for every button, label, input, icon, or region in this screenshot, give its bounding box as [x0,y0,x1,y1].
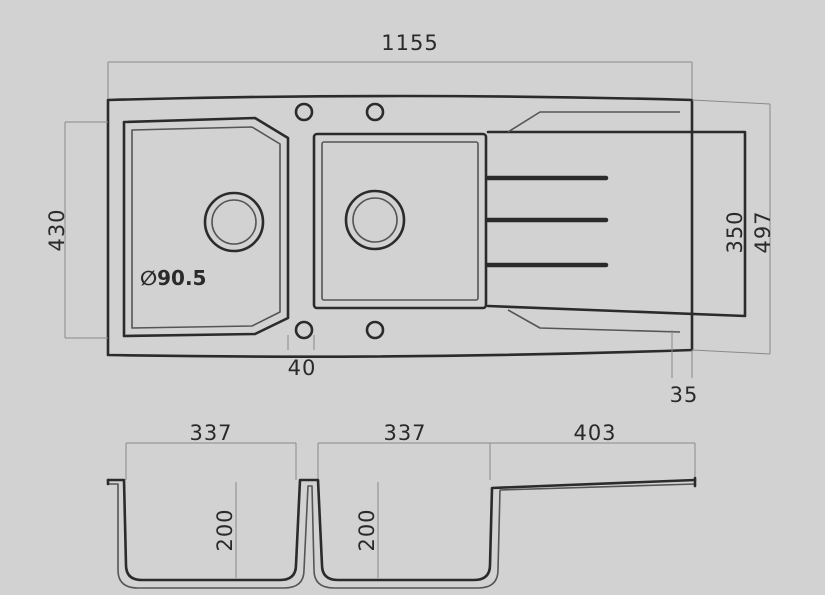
bowl-1-top: ∅90.5 [122,116,290,338]
drain-2-inner [352,197,398,243]
overall-depth-dimension: 430 [45,121,108,339]
drain-2-outer [344,189,406,251]
overall-width-dimension: 1155 [107,31,693,100]
section-depth-dimensions: 200 200 [213,482,379,578]
tap-hole-3 [294,320,314,340]
section-profile-outer [106,478,697,582]
section-width-dimensions: 337 337 403 [125,421,696,480]
drainer-board-top [485,111,747,333]
tap-hole-1 [294,102,314,122]
right-depth-dimensions: 350 497 [691,99,775,355]
tap-hole-2 [365,102,385,122]
bowl-2-width-label: 337 [383,421,426,445]
bowl-2-top [312,132,488,310]
bowl-1-width-label: 337 [189,421,232,445]
drainer-offset-dimension: 35 [670,330,699,407]
drain-1-outer [203,191,265,253]
drain-1-inner [211,199,257,245]
drainer-width-label: 403 [573,421,616,445]
drainer-depth-label: 350 [723,210,747,253]
section-profile-inner [108,483,696,589]
drainer-offset-label: 35 [670,383,699,407]
drain-diameter-label: ∅90.5 [140,266,206,290]
overall-width-label: 1155 [381,31,438,55]
bowl-gap-dimension: 40 [287,335,317,380]
total-depth-label: 497 [751,210,775,253]
bowl-2-depth-label: 200 [355,508,379,551]
tap-hole-4 [365,320,385,340]
section-view: 337 337 403 200 200 [106,421,697,589]
bowl-1-depth-label: 200 [213,508,237,551]
tap-holes [294,102,385,340]
bowl-gap-label: 40 [288,356,317,380]
top-view: 1155 430 ∅90.5 [45,31,775,407]
overall-depth-label: 430 [45,208,69,251]
